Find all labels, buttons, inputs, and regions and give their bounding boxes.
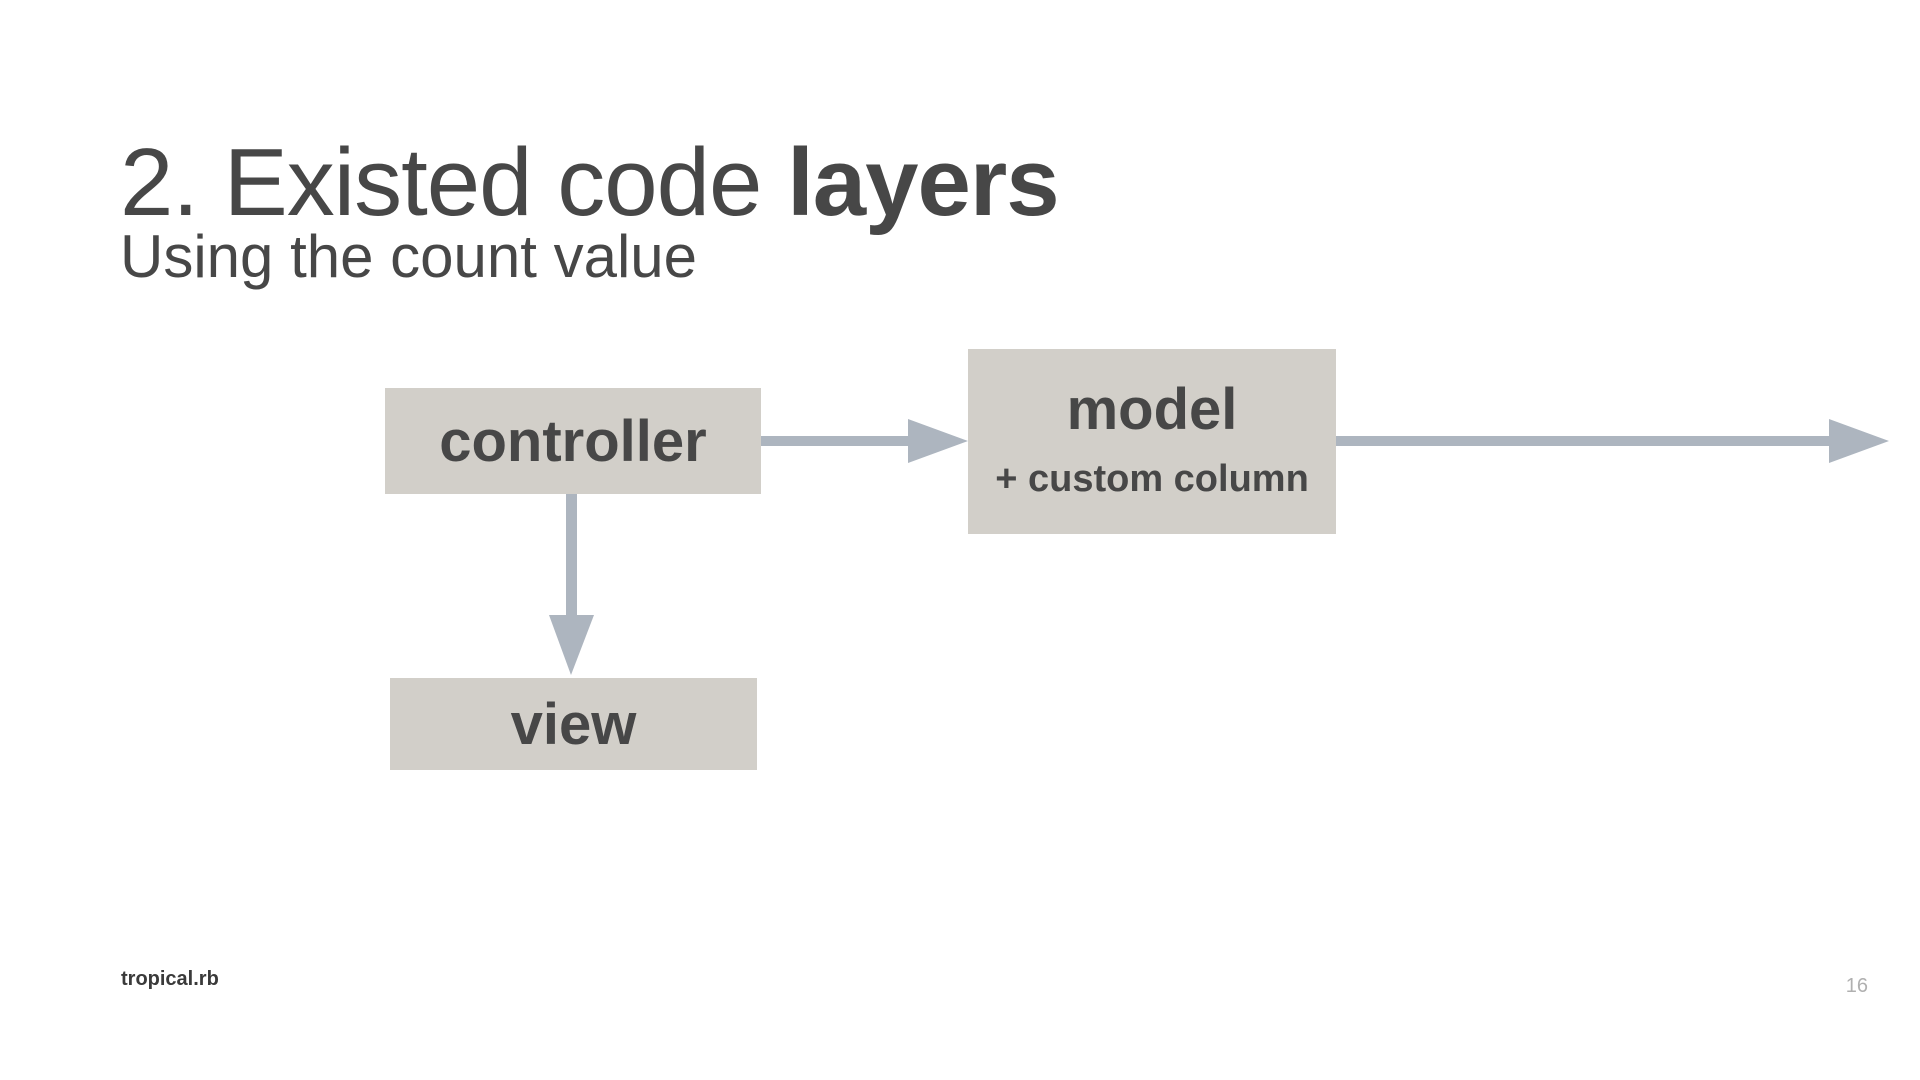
title-prefix: 2. Existed code — [120, 129, 788, 236]
node-controller-label: controller — [439, 408, 707, 474]
node-model: model + custom column — [968, 349, 1336, 534]
slide-title: 2. Existed code layers — [120, 128, 1060, 238]
title-emphasis: layers — [787, 129, 1060, 236]
arrow-controller-to-view-head — [549, 615, 594, 675]
arrow-model-to-right-shaft — [1336, 436, 1832, 446]
arrow-model-to-right-head — [1829, 419, 1889, 463]
node-model-note: + custom column — [995, 457, 1309, 500]
arrow-controller-to-model-head — [908, 419, 968, 463]
footer-brand: tropical.rb — [121, 968, 219, 990]
arrow-controller-to-view-shaft — [566, 494, 577, 618]
arrow-controller-to-view — [549, 494, 594, 675]
arrow-controller-to-model — [761, 419, 968, 463]
node-controller: controller — [385, 388, 761, 494]
node-view: view — [390, 678, 757, 770]
arrow-model-to-right — [1336, 419, 1889, 463]
arrow-controller-to-model-shaft — [761, 436, 911, 446]
slide-subtitle: Using the count value — [120, 223, 698, 290]
page-number: 16 — [1845, 975, 1868, 997]
node-model-label: model — [1066, 376, 1238, 442]
node-view-label: view — [510, 691, 637, 757]
